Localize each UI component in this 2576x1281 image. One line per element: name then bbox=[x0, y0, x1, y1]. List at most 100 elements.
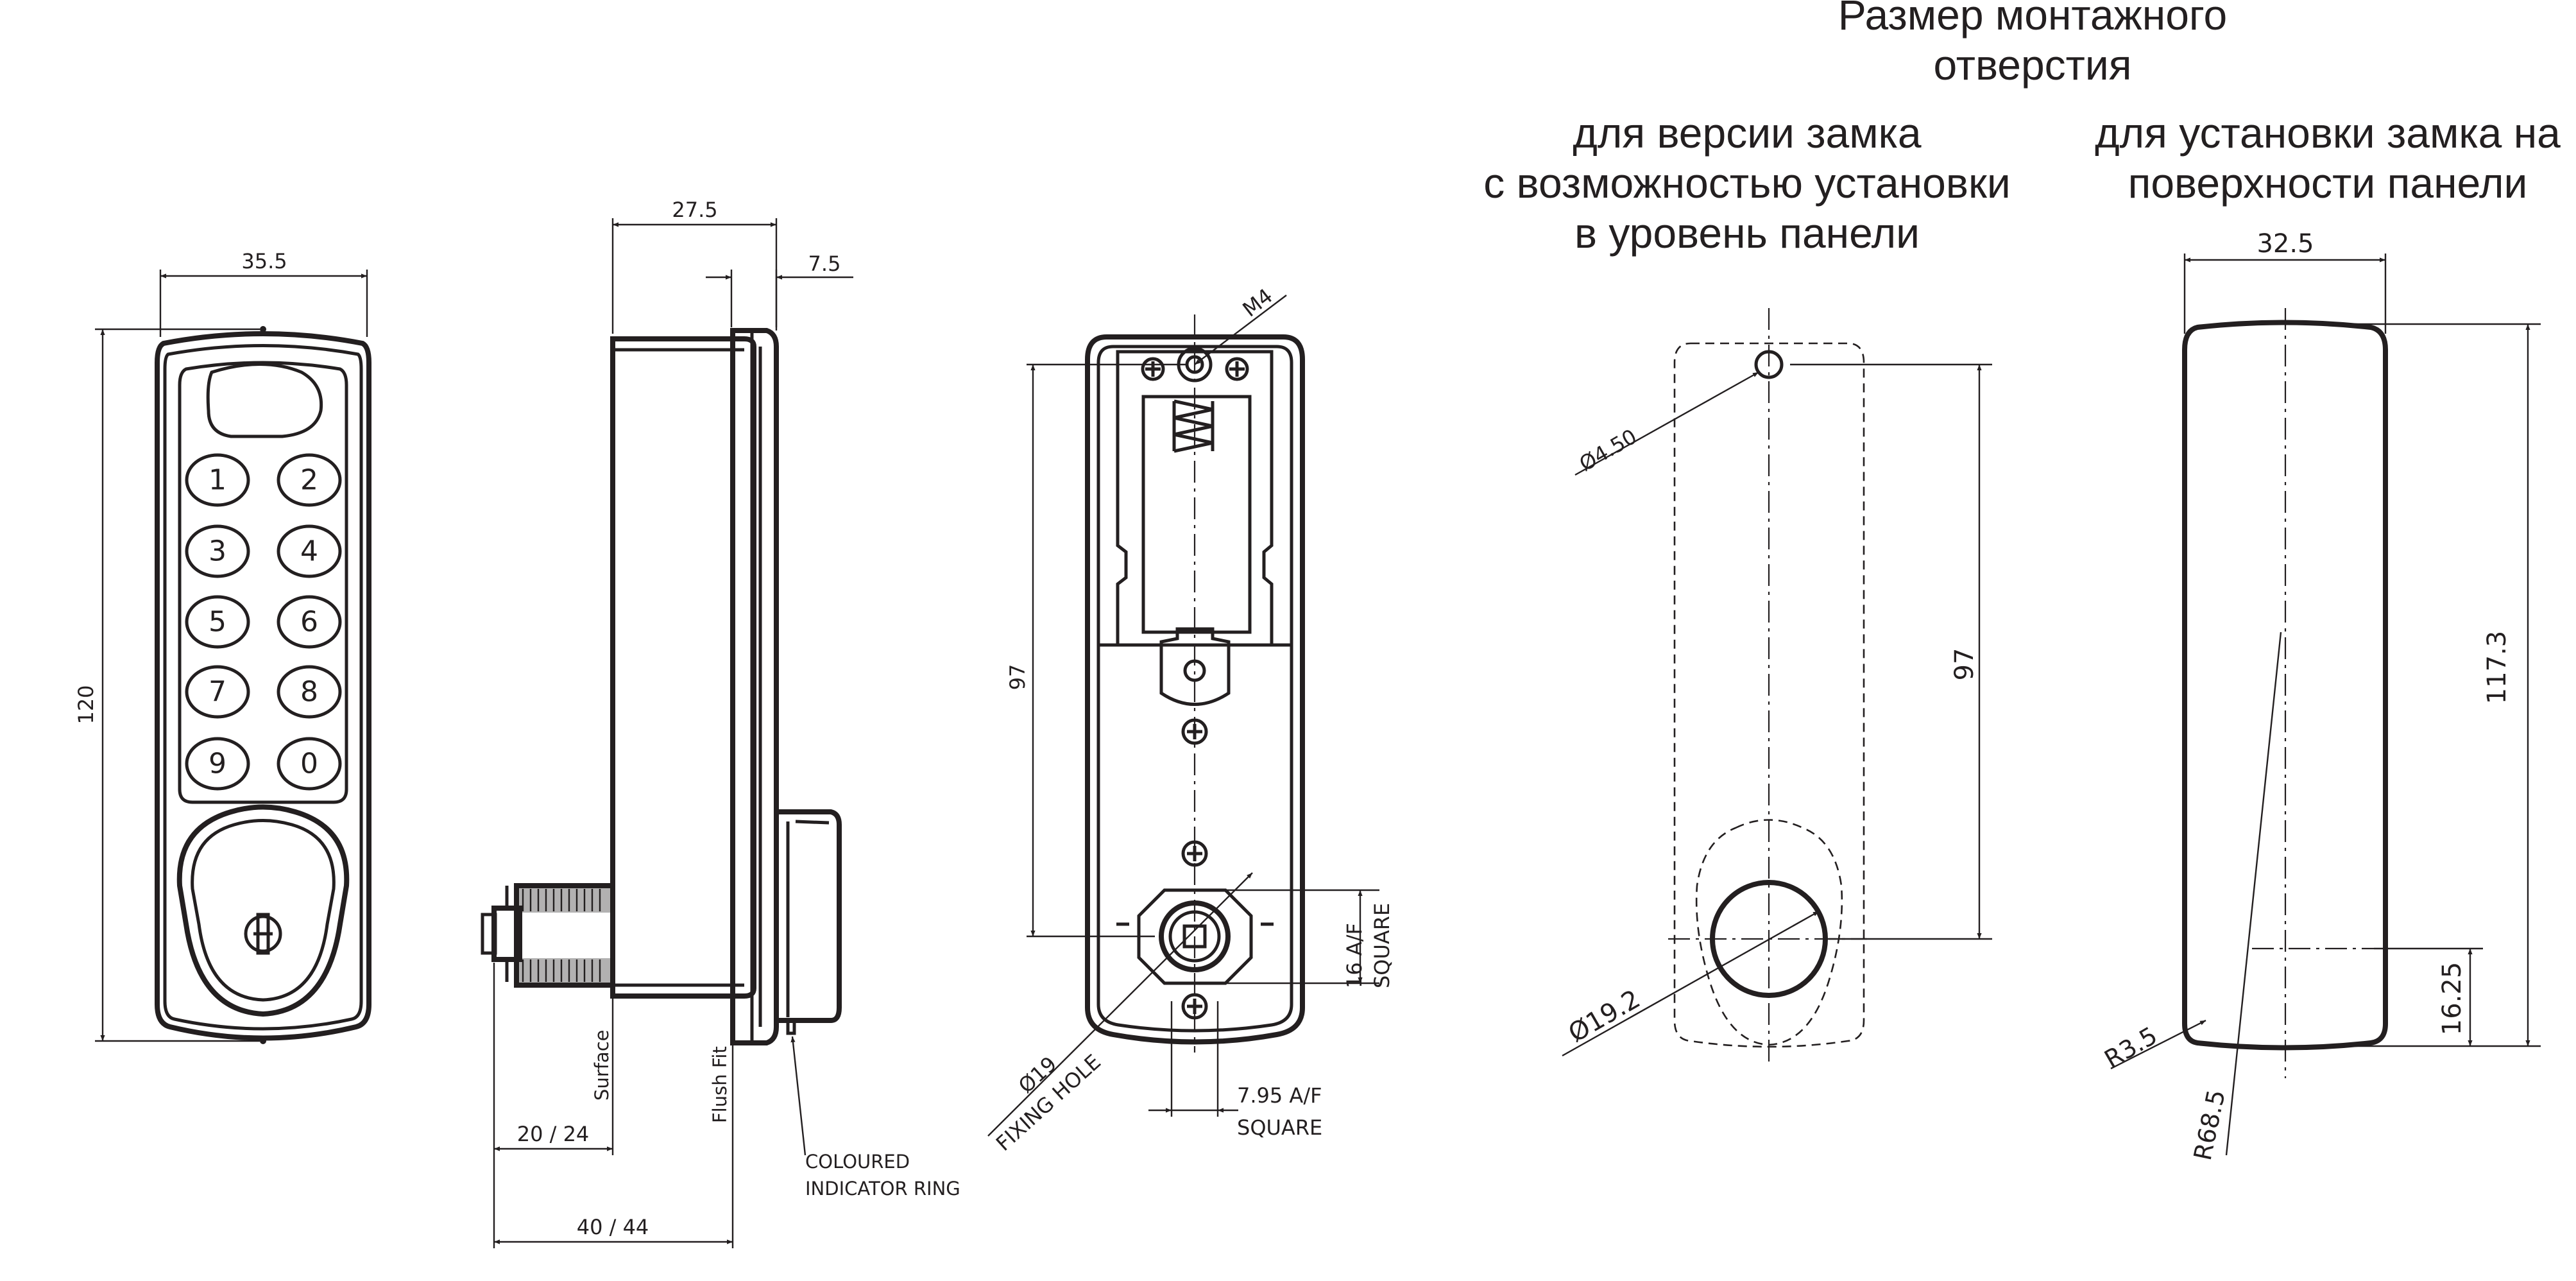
front-bottom-centre-mark bbox=[260, 1038, 266, 1044]
side-view: 27.5 7.5 20 / 24 40 / 44 Surface Flush F… bbox=[481, 198, 960, 1248]
rear-battery-clip bbox=[1159, 627, 1231, 706]
side-knob-lines bbox=[786, 820, 830, 1017]
flush-bore-label: Ø19.2 bbox=[1564, 984, 1645, 1049]
spindle-threads bbox=[516, 886, 613, 985]
keypad: 1 2 3 4 5 6 7 8 9 0 bbox=[185, 453, 342, 791]
key-3: 3 bbox=[185, 524, 250, 578]
surface-corner-label: R3.5 bbox=[2100, 1021, 2162, 1074]
key-8: 8 bbox=[277, 665, 342, 719]
rear-spring bbox=[1172, 399, 1215, 453]
flush-knob-cutout bbox=[1695, 819, 1843, 1046]
flush-cutout-view: 97 Ø4.50 Ø19.2 bbox=[1562, 308, 1992, 1065]
svg-text:1: 1 bbox=[209, 464, 226, 497]
front-width-dimension: 35.5 bbox=[159, 249, 368, 337]
svg-text:7: 7 bbox=[209, 676, 226, 709]
side-knob bbox=[774, 809, 842, 1023]
flush-height-dimension: 97 bbox=[1790, 363, 1992, 940]
flush-heading-line3: в уровень панели bbox=[1574, 209, 1920, 257]
rear-square-dimension: 16 A/F SQUARE bbox=[1225, 889, 1394, 988]
rear-screw-top-left bbox=[1141, 357, 1165, 381]
rear-height-dimension: 97 bbox=[1005, 363, 1187, 938]
front-width-label: 35.5 bbox=[241, 249, 287, 273]
rear-square-label-2: SQUARE bbox=[1370, 903, 1394, 988]
key-6: 6 bbox=[277, 595, 342, 649]
rear-screw-top-right bbox=[1225, 357, 1249, 381]
rear-height-label: 97 bbox=[1005, 664, 1030, 691]
side-overall-label: 40 / 44 bbox=[577, 1215, 649, 1239]
surface-heading-line1: для установки замка на bbox=[2095, 109, 2561, 157]
side-spindle-label: 20 / 24 bbox=[517, 1122, 590, 1146]
rear-fixing-hole-callout: Ø19 FIXING HOLE bbox=[987, 872, 1253, 1156]
knob-inner bbox=[191, 819, 336, 1002]
side-spindle-dimension: 20 / 24 bbox=[494, 1122, 613, 1151]
side-bezel bbox=[730, 328, 779, 1045]
surface-height-label: 117.3 bbox=[2482, 631, 2512, 705]
svg-text:3: 3 bbox=[209, 535, 226, 568]
surface-bottom-dimension: 16.25 bbox=[2374, 947, 2483, 1046]
flush-bore-callout: Ø19.2 bbox=[1562, 910, 1820, 1057]
svg-text:5: 5 bbox=[209, 606, 226, 639]
surface-width-label: 32.5 bbox=[2256, 229, 2314, 259]
flush-heading-line2: с возможностью установки bbox=[1483, 159, 2010, 207]
front-view: 1 2 3 4 5 6 7 8 9 0 35.5 120 bbox=[74, 249, 371, 1044]
indicator-label-line1: COLOURED bbox=[805, 1151, 910, 1173]
key-1: 1 bbox=[185, 453, 250, 507]
key-0: 0 bbox=[277, 737, 342, 791]
surface-cutout-view: 32.5 117.3 16.25 R3.5 R68.5 bbox=[2100, 229, 2541, 1163]
key-2: 2 bbox=[277, 453, 342, 507]
side-overall-dimension: 40 / 44 bbox=[494, 1215, 733, 1244]
rear-m4-label: M4 bbox=[1238, 284, 1277, 322]
key-4: 4 bbox=[277, 524, 342, 578]
front-inner-bezel bbox=[163, 344, 363, 1031]
surface-width-dimension: 32.5 bbox=[2183, 229, 2387, 334]
front-outer-body bbox=[155, 331, 371, 1041]
surface-height-dimension: 117.3 bbox=[2290, 323, 2541, 1047]
rear-square-label-1: 16 A/F bbox=[1342, 923, 1367, 988]
rear-view: 97 M4 16 A/F SQUARE Ø19 FIXING HOLE 7.95… bbox=[987, 284, 1394, 1156]
side-main-body bbox=[610, 336, 756, 999]
surface-arc-label: R68.5 bbox=[2188, 1087, 2231, 1163]
indicator-ring bbox=[786, 1020, 796, 1035]
surface-radius-line bbox=[2225, 632, 2282, 1156]
rear-af-label-2: SQUARE bbox=[1237, 1115, 1322, 1140]
knob-outline bbox=[176, 804, 350, 1017]
surface-bottom-label: 16.25 bbox=[2437, 962, 2467, 1036]
indicator-label-line2: INDICATOR RING bbox=[805, 1178, 960, 1199]
svg-text:6: 6 bbox=[300, 606, 318, 639]
key-5: 5 bbox=[185, 595, 250, 649]
indicator-window bbox=[206, 363, 323, 438]
svg-text:8: 8 bbox=[300, 676, 318, 709]
side-bezel-label: 7.5 bbox=[808, 252, 841, 276]
flush-fit-label: Flush Fit bbox=[709, 1046, 731, 1123]
side-body-edges bbox=[613, 348, 744, 987]
main-heading-line1: Размер монтажного bbox=[1838, 0, 2228, 39]
svg-text:4: 4 bbox=[300, 535, 318, 568]
rear-af-dimension: 7.95 A/F SQUARE bbox=[1148, 1001, 1322, 1140]
rear-inner-body bbox=[1096, 345, 1293, 1033]
side-depth-dimension: 27.5 bbox=[611, 198, 778, 334]
indicator-ring-callout: COLOURED INDICATOR RING bbox=[790, 1036, 960, 1199]
side-depth-label: 27.5 bbox=[672, 198, 717, 222]
side-bezel-lines bbox=[750, 331, 762, 1043]
spindle-body bbox=[514, 883, 615, 988]
flush-hole-label: Ø4.50 bbox=[1575, 424, 1641, 476]
override-key-cylinder bbox=[244, 915, 282, 953]
svg-text:0: 0 bbox=[300, 748, 318, 780]
svg-text:9: 9 bbox=[209, 748, 226, 780]
front-height-dimension: 120 bbox=[74, 328, 260, 1042]
flush-hole-callout: Ø4.50 bbox=[1574, 371, 1759, 476]
front-top-centre-mark bbox=[260, 326, 266, 332]
rear-outer-body bbox=[1085, 334, 1305, 1045]
headings: Размер монтажного отверстия для версии з… bbox=[1483, 0, 2561, 257]
side-bezel-dimension: 7.5 bbox=[706, 252, 853, 327]
key-9: 9 bbox=[185, 737, 250, 791]
spindle-tip bbox=[481, 913, 497, 955]
rear-af-label-1: 7.95 A/F bbox=[1237, 1083, 1322, 1108]
keypad-panel bbox=[178, 361, 348, 804]
svg-text:2: 2 bbox=[300, 464, 318, 497]
main-heading-line2: отверстия bbox=[1933, 41, 2131, 89]
flush-height-label: 97 bbox=[1950, 648, 1979, 681]
flush-heading-line1: для версии замка bbox=[1573, 109, 1922, 157]
surface-label: Surface bbox=[591, 1030, 613, 1101]
